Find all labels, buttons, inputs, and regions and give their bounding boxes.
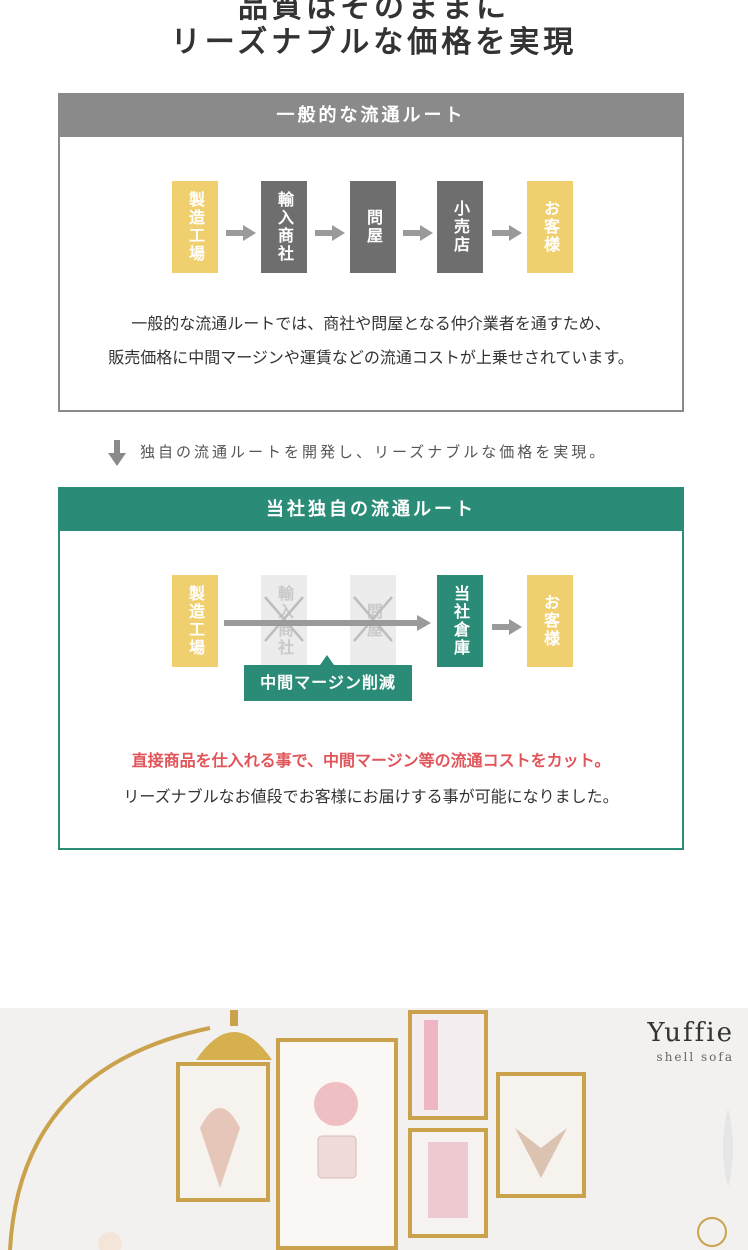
margin-reduction-label: 中間マージン削減 (244, 665, 412, 701)
arrow-right-icon (492, 619, 522, 635)
step-factory: 製造工場 (172, 575, 218, 667)
step-customer: お客様 (527, 575, 573, 667)
own-route-title: 当社独自の流通ルート (60, 489, 682, 531)
general-route-description-1: 一般的な流通ルートでは、商社や問屋となる仲介業者を通すため、 (131, 314, 611, 333)
step-factory: 製造工場 (172, 181, 218, 273)
general-route-description-2: 販売価格に中間マージンや運賃などの流通コストが上乗せされています。 (108, 348, 634, 367)
arrow-right-icon (315, 225, 345, 241)
general-route-title: 一般的な流通ルート (60, 95, 682, 137)
step-own-warehouse: 当社倉庫 (437, 575, 483, 667)
room-illustration (0, 1008, 748, 1250)
arrow-right-icon (226, 225, 256, 241)
brand-logo: Yuffie shell sofa (647, 1018, 734, 1064)
interior-photo: Yuffie shell sofa (0, 1008, 748, 1250)
step-import-trader: 輸入商社 (261, 181, 307, 273)
step-customer: お客様 (527, 181, 573, 273)
arrow-right-icon (403, 225, 433, 241)
brand-subtitle: shell sofa (656, 1050, 734, 1064)
general-route-panel: 一般的な流通ルート 製造工場 輸入商社 問屋 小売店 お客様 一般的な流通ルート… (58, 93, 684, 412)
arrow-right-icon (492, 225, 522, 241)
brand-name: Yuffie (647, 1018, 734, 1048)
divider-text: 独自の流通ルートを開発し、リーズナブルな価格を実現。 (140, 443, 608, 461)
long-arrow-icon (224, 615, 431, 631)
pointer-icon (320, 655, 334, 665)
step-wholesaler: 問屋 (350, 181, 396, 273)
arrow-down-icon (108, 440, 126, 466)
own-route-panel: 当社独自の流通ルート 製造工場 輸入商社 問屋 当社倉庫 お客様 中間マージン削… (58, 487, 684, 850)
cross-out-icon (264, 596, 393, 642)
highlight-text: 直接商品を仕入れる事で、中間マージン等の流通コストをカット。 (131, 751, 611, 770)
step-retailer: 小売店 (437, 181, 483, 273)
note-text: リーズナブルなお値段でお客様にお届けする事が可能になりました。 (123, 787, 619, 806)
page-title: リーズナブルな価格を実現 (170, 25, 578, 60)
heading-top-partial: 品質はそのままに (238, 0, 510, 25)
